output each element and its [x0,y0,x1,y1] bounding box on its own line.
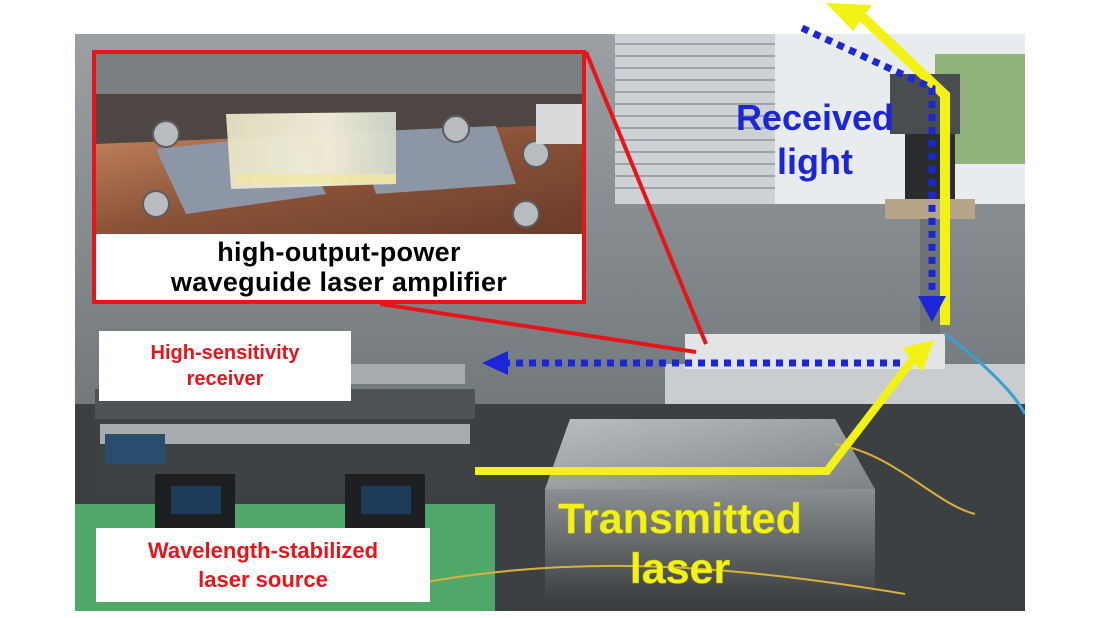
receiver-label: High-sensitivity receiver [99,331,351,401]
source-label-line2: laser source [198,567,328,592]
amplifier-closeup [96,54,582,234]
amplifier-inset: high-output-power waveguide laser amplif… [92,50,586,304]
callout-lines [379,51,708,354]
receiver-label-line2: receiver [186,368,264,390]
transmitted-laser-label: Transmitted laser [530,494,830,594]
transmitted-laser-line2: laser [629,545,731,594]
received-light-line2: light [777,141,853,182]
receiver-stack [95,364,475,496]
amplifier-caption: high-output-power waveguide laser amplif… [96,234,582,300]
received-light-line1: Received [735,97,895,138]
receiver-label-line1: High-sensitivity [150,342,300,364]
transmitted-path-icon [475,3,950,475]
received-light-label: Received light [720,96,910,184]
source-label: Wavelength-stabilized laser source [96,528,430,602]
amplifier-caption-line1: high-output-power [217,237,461,267]
amplifier-caption-line2: waveguide laser amplifier [170,267,508,297]
source-label-line1: Wavelength-stabilized [147,538,379,563]
transmitted-laser-line1: Transmitted [558,495,802,544]
received-path-icon [482,24,946,375]
